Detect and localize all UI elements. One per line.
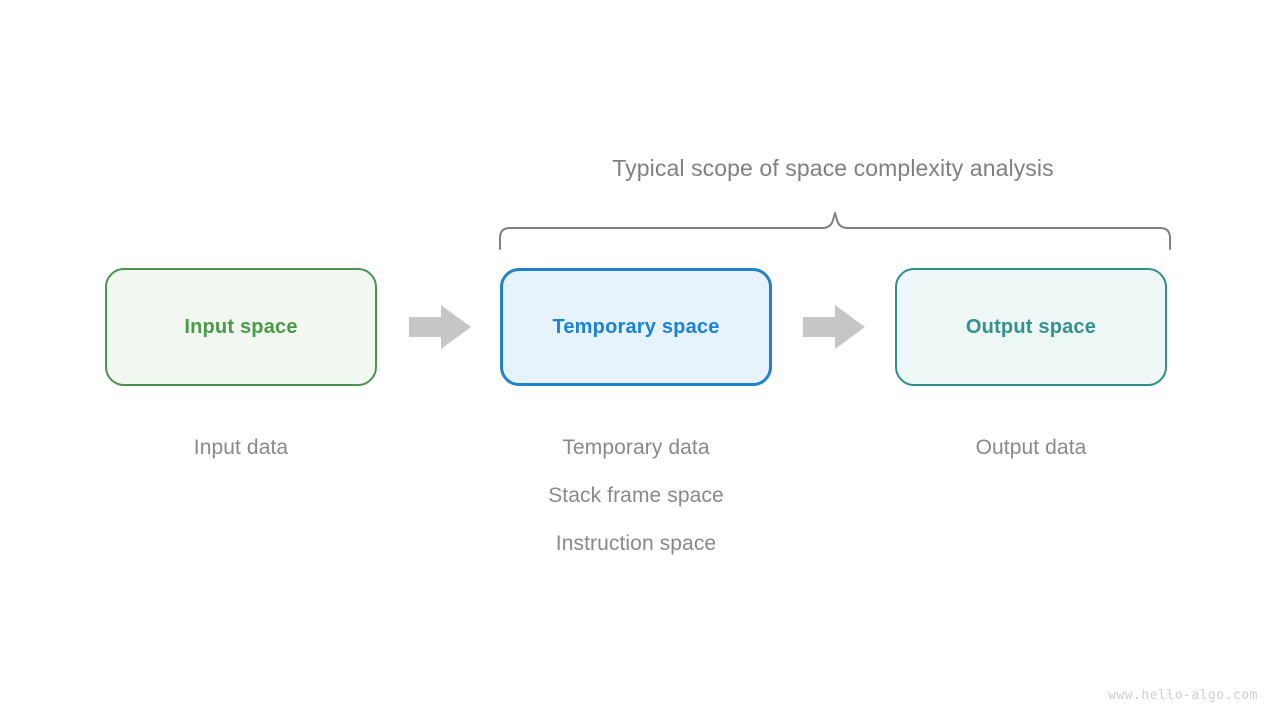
caption-group-input: Input data [105, 424, 377, 472]
arrow-right-icon [803, 305, 865, 349]
box-input-space[interactable]: Input space [105, 268, 377, 386]
box-output-space-label: Output space [965, 315, 1097, 338]
caption-line: Stack frame space [548, 484, 724, 507]
box-input-space-label: Input space [184, 315, 298, 338]
box-temporary-space-label: Temporary space [552, 315, 720, 338]
caption-line: Temporary data [562, 436, 710, 459]
scope-caption: Typical scope of space complexity analys… [612, 155, 1054, 181]
arrow-right-icon [409, 305, 471, 349]
caption-group-output: Output data [895, 424, 1167, 472]
caption-line: Instruction space [555, 532, 717, 555]
box-output-space[interactable]: Output space [895, 268, 1167, 386]
watermark: www.hello-algo.com [1108, 688, 1258, 703]
caption-line: Output data [975, 436, 1087, 459]
caption-line: Input data [193, 436, 289, 459]
caption-group-temporary: Temporary data Stack frame space Instruc… [500, 424, 772, 568]
scope-brace-icon [499, 212, 1171, 250]
box-temporary-space[interactable]: Temporary space [500, 268, 772, 386]
